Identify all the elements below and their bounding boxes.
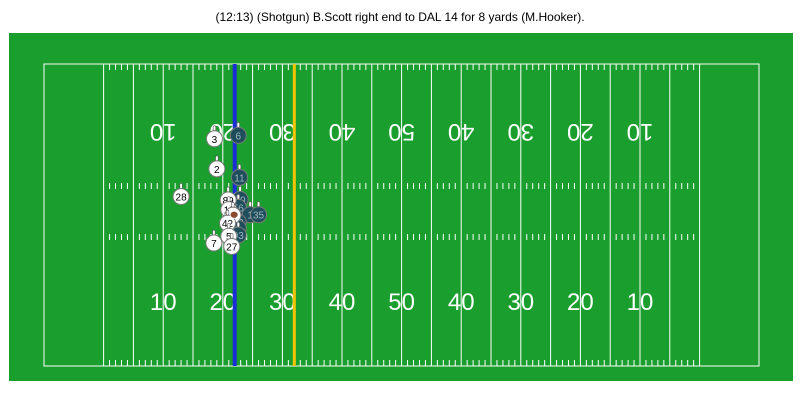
yard-number-top: 10 (627, 118, 654, 145)
offense-player-jersey: 3 (212, 135, 218, 146)
offense-player-jersey: 5 (226, 232, 232, 243)
defense-player-orientation (256, 201, 261, 208)
yard-number-bottom: 20 (567, 289, 594, 316)
offense-player-orientation (231, 201, 235, 208)
offense-player-orientation (226, 186, 230, 193)
offense-player (205, 130, 223, 148)
yard-number-top: 20 (567, 118, 594, 145)
defense-player (250, 206, 268, 224)
defense-player-orientation (237, 164, 242, 170)
yard-number-bottom: 40 (329, 289, 356, 316)
offense-player-orientation (179, 183, 183, 189)
yard-number-top: 40 (448, 118, 475, 145)
offense-player (205, 234, 223, 252)
defense-player-orientation (236, 221, 240, 228)
offense-player-orientation (212, 229, 216, 236)
yard-number-top: 30 (507, 118, 534, 145)
offense-player-jersey: 28 (176, 193, 188, 204)
yard-number-bottom: 50 (388, 289, 415, 316)
offense-player-orientation (227, 196, 231, 202)
offense-player-orientation (215, 155, 219, 162)
offense-player-orientation (225, 209, 230, 216)
offense-player-jersey: 7 (211, 239, 217, 250)
defense-player (230, 168, 248, 186)
yard-number-bottom: 30 (269, 289, 296, 316)
offense-player-orientation (227, 222, 231, 229)
yard-number-top: 10 (150, 118, 177, 145)
play-description: (12:13) (Shotgun) B.Scott right end to D… (215, 10, 585, 24)
offense-player-jersey: 27 (226, 242, 238, 253)
yard-number-top: 30 (269, 118, 296, 145)
defense-player-jersey: 35 (253, 211, 265, 222)
offense-player-jersey: 2 (214, 165, 220, 176)
yard-number-top: 40 (329, 118, 356, 145)
offense-player-orientation (212, 125, 217, 132)
yard-number-bottom: 30 (507, 289, 534, 316)
offense-player-orientation (230, 233, 234, 239)
defense-player-orientation (236, 122, 240, 128)
defense-player-orientation (238, 186, 242, 192)
yard-number-bottom: 10 (150, 289, 177, 316)
offense-player (208, 160, 226, 178)
yard-number-top: 50 (388, 118, 415, 145)
defense-player-jersey: 93 (233, 231, 245, 242)
yard-number-bottom: 40 (448, 289, 475, 316)
yard-number-bottom: 10 (627, 289, 654, 316)
defense-player-jersey: 6 (236, 131, 242, 142)
defense-player-jersey: 11 (234, 173, 245, 184)
defense-player-orientation (236, 194, 240, 200)
offense-player (172, 188, 190, 206)
defense-player (229, 126, 247, 144)
defense-player-orientation (248, 201, 252, 208)
yard-number-bottom: 20 (209, 289, 236, 316)
offense-player (223, 237, 241, 255)
football (229, 210, 239, 219)
field-surface (9, 33, 793, 381)
